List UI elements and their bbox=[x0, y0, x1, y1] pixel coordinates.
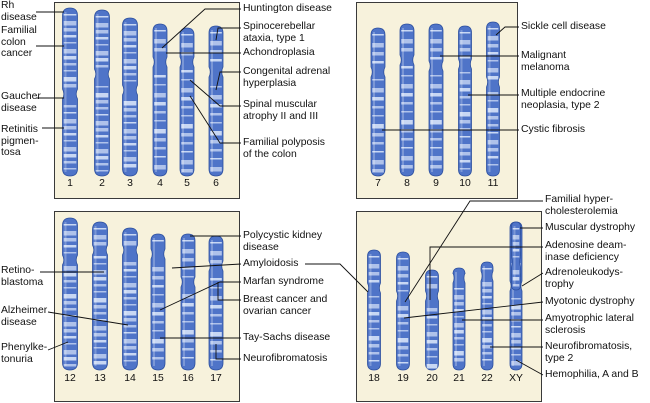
chromosome-number-18: 18 bbox=[368, 373, 380, 384]
label-alzheimer-disease: Alzheimer disease bbox=[1, 305, 48, 328]
leader-line-sickle-cell-disease bbox=[495, 26, 519, 36]
chromosome-number-3: 3 bbox=[127, 178, 133, 189]
label-familial-polyposis: Familial polyposis of the colon bbox=[243, 137, 325, 160]
chromosome-xy-y bbox=[511, 221, 521, 291]
leader-line-alzheimer-disease bbox=[47, 311, 129, 326]
leader-line-spinal-muscular-atrophy bbox=[189, 79, 241, 107]
label-cystic-fibrosis: Cystic fibrosis bbox=[521, 124, 586, 135]
leader-line-marfan-syndrome bbox=[159, 281, 241, 311]
leader-line-adenosine-deaminase-deficiency bbox=[429, 246, 543, 300]
label-amyotrophic-lateral-sclerosis: Amyotrophic lateral sclerosis bbox=[545, 313, 634, 336]
chromosome-5 bbox=[179, 27, 195, 177]
label-familial-hypercholesterolemia: Familial hyper- cholesterolemia bbox=[545, 194, 618, 217]
chromosome-21 bbox=[452, 267, 466, 371]
label-congenital-adrenal-hyperplasia: Congenital adrenal hyperplasia bbox=[243, 66, 331, 89]
chromosome-number-12: 12 bbox=[64, 373, 76, 384]
label-gaucher-disease: Gaucher disease bbox=[1, 91, 41, 114]
chromosome-number-19: 19 bbox=[397, 373, 409, 384]
label-retinitis-pigmentosa: Retinitis pigmen- tosa bbox=[1, 124, 39, 158]
leader-line-familial-hypercholesterolemia bbox=[404, 200, 543, 303]
chromosome-8 bbox=[399, 23, 415, 177]
chromosome-13 bbox=[92, 221, 108, 371]
chromosome-number-11: 11 bbox=[487, 178, 499, 189]
label-rh-disease: Rh disease bbox=[1, 0, 37, 23]
chromosome-20 bbox=[425, 269, 439, 371]
chromosome-1 bbox=[62, 7, 78, 177]
leader-line-congenital-adrenal-hyperplasia bbox=[215, 71, 241, 91]
leader-line-familial-polyposis bbox=[189, 95, 241, 144]
leader-line-breast-ovarian-cancer bbox=[217, 282, 241, 301]
label-phenylketonuria: Phenylke- tonuria bbox=[1, 342, 48, 365]
label-adrenoleukodystrophy: Adrenoleukodys- trophy bbox=[545, 267, 623, 290]
label-adenosine-deaminase-deficiency: Adenosine deam- inase deficiency bbox=[545, 240, 627, 263]
chromosome-number-13: 13 bbox=[94, 373, 106, 384]
label-neurofibromatosis: Neurofibromatosis bbox=[243, 353, 328, 364]
chromosome-number-5: 5 bbox=[184, 178, 190, 189]
chromosome-number-15: 15 bbox=[152, 373, 164, 384]
chromosome-6 bbox=[208, 25, 224, 177]
leader-line-neurofibromatosis bbox=[215, 344, 241, 360]
chromosome-number-2: 2 bbox=[99, 178, 105, 189]
leader-line-myotonic-dystrophy bbox=[403, 301, 544, 319]
label-tay-sachs-disease: Tay-Sachs disease bbox=[243, 332, 331, 343]
chromosome-19 bbox=[396, 251, 410, 371]
label-retinoblastoma: Retino- blastoma bbox=[1, 265, 44, 288]
chromosome-2 bbox=[94, 9, 110, 177]
label-muscular-dystrophy: Muscular dystrophy bbox=[545, 222, 636, 233]
chromosome-number-10: 10 bbox=[459, 178, 471, 189]
chromosome-number-4: 4 bbox=[157, 178, 163, 189]
chromosome-9 bbox=[428, 23, 444, 177]
leader-line-spinocerebellar-ataxia bbox=[215, 27, 241, 41]
chromosome-number-21: 21 bbox=[453, 373, 465, 384]
label-myotonic-dystrophy: Myotonic dystrophy bbox=[545, 296, 635, 307]
chromosome-16 bbox=[180, 233, 196, 371]
leader-line-huntington-disease bbox=[161, 8, 241, 49]
label-huntington-disease: Huntington disease bbox=[243, 3, 332, 14]
label-spinal-muscular-atrophy: Spinal muscular atrophy II and III bbox=[243, 99, 319, 122]
chromosome-7 bbox=[370, 27, 386, 177]
chromosome-number-7: 7 bbox=[375, 178, 381, 189]
chromosome-14 bbox=[122, 227, 138, 371]
leader-line-phenylketonuria bbox=[47, 341, 69, 351]
label-breast-ovarian-cancer: Breast cancer and ovarian cancer bbox=[243, 294, 328, 317]
chromosome-15 bbox=[150, 233, 166, 371]
label-familial-colon-cancer: Familial colon cancer bbox=[1, 25, 37, 59]
chromosome-number-1: 1 bbox=[67, 178, 73, 189]
label-spinocerebellar-ataxia: Spinocerebellar ataxia, type 1 bbox=[243, 21, 316, 44]
chromosome-number-20: 20 bbox=[426, 373, 438, 384]
chromosome-12 bbox=[62, 217, 78, 371]
chromosome-11 bbox=[486, 21, 500, 177]
chromosome-number-17: 17 bbox=[210, 373, 222, 384]
label-malignant-melanoma: Malignant melanoma bbox=[521, 50, 570, 73]
label-sickle-cell-disease: Sickle cell disease bbox=[521, 21, 606, 32]
chromosome-number-xy: XY bbox=[509, 373, 523, 384]
chromosome-3 bbox=[122, 17, 138, 177]
label-achondroplasia: Achondroplasia bbox=[243, 47, 315, 58]
label-neurofibromatosis-type-2: Neurofibromatosis, type 2 bbox=[545, 341, 633, 364]
chromosome-22 bbox=[480, 261, 494, 371]
leader-line-adrenoleukodystrophy bbox=[521, 272, 544, 287]
chromosome-4 bbox=[152, 23, 168, 177]
chromosome-number-6: 6 bbox=[213, 178, 219, 189]
label-marfan-syndrome: Marfan syndrome bbox=[243, 276, 324, 287]
label-amyloidosis: Amyloidosis bbox=[243, 258, 299, 269]
chromosome-number-22: 22 bbox=[481, 373, 493, 384]
label-multiple-endocrine-neoplasia: Multiple endocrine neoplasia, type 2 bbox=[521, 88, 606, 111]
label-polycystic-kidney-disease: Polycystic kidney disease bbox=[243, 230, 323, 253]
chromosome-number-16: 16 bbox=[182, 373, 194, 384]
leader-line-amyloidosis bbox=[171, 263, 242, 269]
leader-line-amyloidosis-to-18 bbox=[305, 263, 369, 293]
chromosome-number-8: 8 bbox=[404, 178, 410, 189]
chromosome-10 bbox=[458, 25, 472, 177]
leader-line-hemophilia bbox=[515, 359, 544, 376]
chromosome-18 bbox=[367, 249, 381, 371]
label-hemophilia: Hemophilia, A and B bbox=[545, 369, 639, 380]
chromosome-number-14: 14 bbox=[124, 373, 136, 384]
chromosome-number-9: 9 bbox=[433, 178, 439, 189]
